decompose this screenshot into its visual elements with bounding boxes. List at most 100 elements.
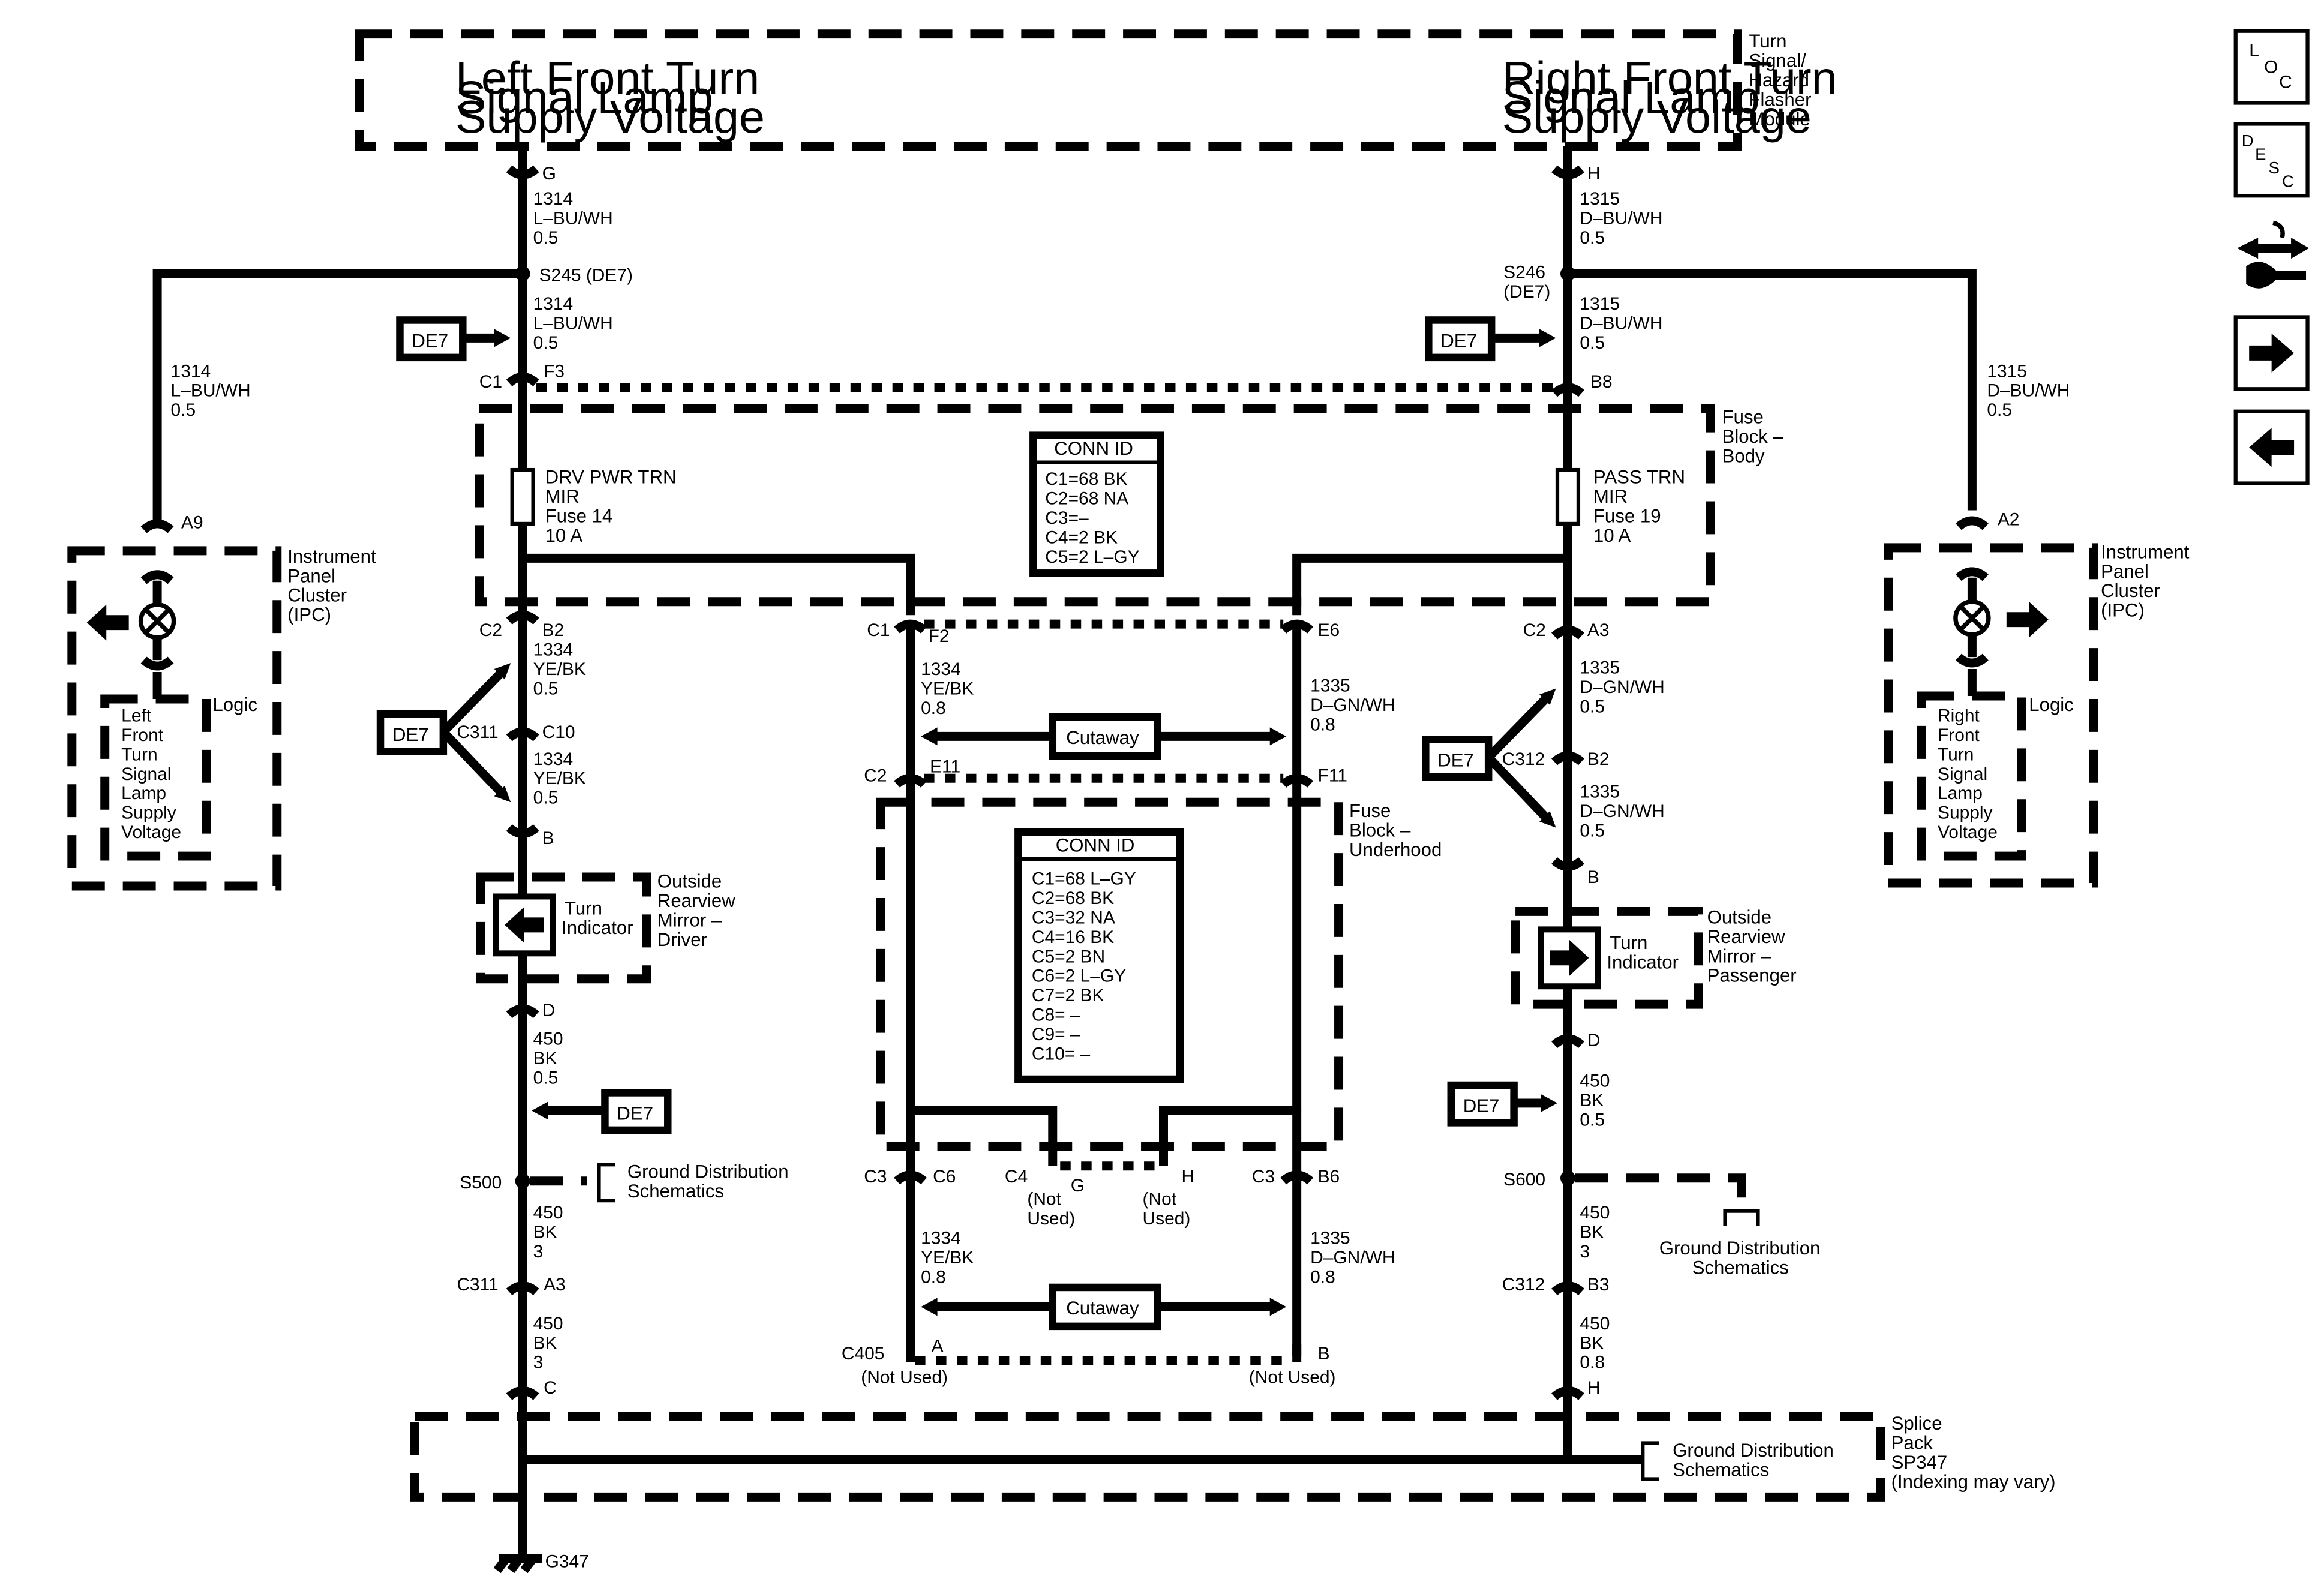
connector-c2-b2-mark bbox=[506, 610, 539, 625]
ipc-right-label-1: Right bbox=[1938, 706, 1980, 725]
next-button[interactable] bbox=[2233, 315, 2310, 391]
wire-1315-num-ipc: 1315 bbox=[1987, 361, 2027, 381]
wire-1314-color: L–BU/WH bbox=[533, 209, 613, 229]
pin-f11: F11 bbox=[1318, 766, 1347, 785]
wire-450-color-r2: BK bbox=[1580, 1223, 1604, 1242]
pin-e11: E11 bbox=[930, 757, 960, 776]
mirror-pass-title-4: Passenger bbox=[1707, 965, 1797, 986]
left-circuit: G 1314 L–BU/WH 0.5 S245 (DE7) 1314 L–BU/… bbox=[457, 146, 735, 1573]
wire-1335-color-d: D–GN/WH bbox=[1310, 1248, 1395, 1268]
wire-1314-num-ipc: 1314 bbox=[171, 361, 211, 381]
prev-button[interactable] bbox=[2233, 409, 2310, 485]
conn-c1-center: C1 bbox=[867, 620, 890, 640]
pin-b2-right: B2 bbox=[1587, 749, 1610, 769]
pin-h-bottom: H bbox=[1587, 1378, 1601, 1398]
fuse19-line2: MIR bbox=[1593, 486, 1628, 507]
not-used-h-2: Used) bbox=[1143, 1209, 1191, 1229]
pin-b6: B6 bbox=[1318, 1167, 1340, 1187]
wire-450-color: BK bbox=[533, 1049, 557, 1068]
ipc-left-label-5: Lamp bbox=[121, 784, 166, 803]
flasher-left-output-line2: Signal Lamp bbox=[455, 72, 713, 124]
wire-1334-size-c: 0.8 bbox=[921, 698, 946, 718]
desc-s: S bbox=[2269, 158, 2280, 177]
arrow-right-icon bbox=[1550, 939, 1589, 976]
wire-450-num-2: 450 bbox=[533, 1203, 563, 1223]
not-used-h-1: (Not bbox=[1143, 1190, 1177, 1209]
pin-g: G bbox=[542, 164, 556, 184]
wire-450-color-3: BK bbox=[533, 1333, 557, 1353]
not-used-a: (Not Used) bbox=[861, 1368, 948, 1388]
flasher-module: Left Front Turn Signal Lamp Supply Volta… bbox=[355, 29, 1837, 151]
de7-label-4: DE7 bbox=[617, 1103, 653, 1124]
wire-1314-color-ipc: L–BU/WH bbox=[171, 381, 251, 401]
ipc-left-title-4: (IPC) bbox=[287, 604, 331, 625]
ipc-right-label-2: Front bbox=[1938, 725, 1980, 745]
desc-button[interactable]: D E S C bbox=[2233, 122, 2310, 198]
pin-c6: C6 bbox=[933, 1167, 956, 1187]
wire-1314-num-2: 1314 bbox=[533, 294, 574, 314]
splice-s246-label-2: (DE7) bbox=[1503, 282, 1550, 302]
loc-o: O bbox=[2264, 58, 2278, 77]
wire-1314-size: 0.5 bbox=[533, 228, 559, 248]
flasher-title-line2: Signal/ bbox=[1749, 50, 1806, 71]
wire-1315-num-2: 1315 bbox=[1580, 294, 1620, 314]
conn-c2-left: C2 bbox=[479, 620, 502, 640]
wire-1314-num: 1314 bbox=[533, 189, 574, 209]
conn-c3-right: C3 bbox=[1252, 1167, 1275, 1187]
ipc-right-logic: Logic bbox=[2029, 694, 2074, 715]
wire-1335-size: 0.5 bbox=[1580, 697, 1605, 716]
wire-450-color-r: BK bbox=[1580, 1091, 1604, 1110]
arrow-left-icon bbox=[86, 604, 129, 641]
conn-id-body-1: C1=68 BK bbox=[1045, 469, 1127, 489]
loc-button[interactable]: L O C bbox=[2233, 29, 2310, 105]
ipc-right-label-5: Lamp bbox=[1938, 784, 1983, 803]
flasher-right-output-line3: Supply Voltage bbox=[1502, 91, 1812, 143]
gd-right-1: Ground Distribution bbox=[1659, 1238, 1821, 1259]
pin-b8: B8 bbox=[1590, 372, 1613, 392]
ipc-right-label-6: Supply bbox=[1938, 803, 1993, 823]
mirror-driver-ind-2: Indicator bbox=[562, 917, 633, 938]
conn-id-uh-1: C1=68 L–GY bbox=[1032, 869, 1136, 888]
conn-c312-b: C312 bbox=[1502, 1275, 1545, 1295]
gd-left-2: Schematics bbox=[627, 1181, 724, 1202]
conn-id-body-4: C4=2 BK bbox=[1045, 527, 1118, 547]
conn-c3-left: C3 bbox=[864, 1167, 887, 1187]
ipc-right-label-3: Turn bbox=[1938, 745, 1974, 764]
pin-a-center: A bbox=[932, 1336, 944, 1356]
pin-f2: F2 bbox=[929, 626, 950, 646]
mirror-pass-title-1: Outside bbox=[1707, 906, 1771, 927]
wire-1315-size: 0.5 bbox=[1580, 228, 1605, 248]
ipc-left-label-1: Left bbox=[121, 706, 152, 725]
conn-id-body-2: C2=68 NA bbox=[1045, 488, 1128, 508]
ipc-left-label-4: Signal bbox=[121, 764, 171, 784]
cutaway-lower[interactable] bbox=[1049, 1283, 1161, 1331]
de7-label-2: DE7 bbox=[1440, 330, 1477, 351]
fuse-14 bbox=[510, 467, 535, 526]
not-used-g-2: Used) bbox=[1027, 1209, 1075, 1229]
pin-a3-left: A3 bbox=[544, 1275, 566, 1295]
loc-l: L bbox=[2249, 41, 2259, 61]
ipc-right-label-4: Signal bbox=[1938, 764, 1987, 784]
gd-right-2: Schematics bbox=[1692, 1257, 1789, 1278]
splice-pack: Ground Distribution Schematics Splice Pa… bbox=[410, 1412, 2055, 1502]
cutaway-upper[interactable] bbox=[1049, 713, 1161, 760]
connector-icon[interactable] bbox=[2237, 220, 2310, 289]
wire-1334-color-c: YE/BK bbox=[921, 679, 974, 698]
splice-s246-label: S246 bbox=[1503, 263, 1545, 283]
conn-id-uh-6: C6=2 L–GY bbox=[1032, 966, 1126, 986]
connector-b-mark bbox=[506, 824, 539, 839]
ipc-left-label-6: Supply bbox=[121, 803, 176, 823]
mirror-driver-title-2: Rearview bbox=[657, 890, 735, 911]
flasher-title-line1: Turn bbox=[1749, 31, 1786, 52]
fuse14-line3: Fuse 14 bbox=[545, 505, 613, 526]
wire-450-num-r2: 450 bbox=[1580, 1203, 1610, 1223]
wire-450-size-r: 0.5 bbox=[1580, 1110, 1605, 1130]
pin-a3-right: A3 bbox=[1587, 620, 1610, 640]
flasher-left-output-line1: Left Front Turn bbox=[455, 53, 759, 104]
flasher-right-output-line1: Right Front Turn bbox=[1502, 53, 1837, 104]
wire-1334-size-d: 0.8 bbox=[921, 1267, 946, 1287]
conn-id-uh-7: C7=2 BK bbox=[1032, 986, 1104, 1005]
conn-id-uh-5: C5=2 BN bbox=[1032, 947, 1105, 966]
ipc-right-title-1: Instrument bbox=[2101, 541, 2190, 562]
